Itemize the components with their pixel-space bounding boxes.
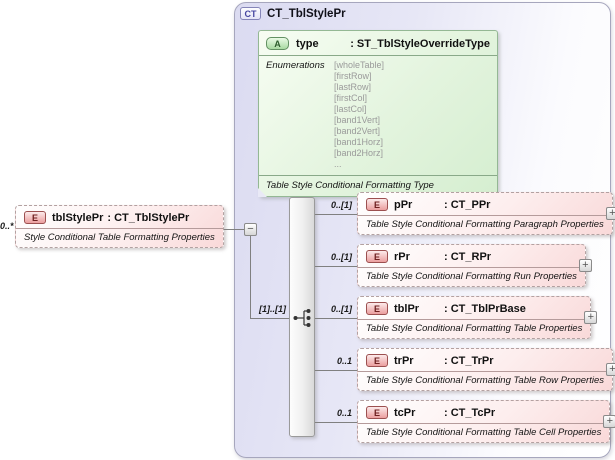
- complex-type-header: CT CT_TblStylePr: [240, 7, 346, 20]
- enum-value: [firstRow]: [334, 71, 372, 81]
- root-cardinality: 0..*: [0, 221, 14, 231]
- enumeration-values: [wholeTable] [firstRow] [lastRow] [first…: [334, 60, 384, 170]
- element-badge-icon: E: [24, 211, 46, 224]
- enumerations-section: Enumerations [wholeTable] [firstRow] [la…: [259, 56, 497, 175]
- connector-line: [315, 214, 357, 215]
- attribute-header: A type : ST_TblStyleOverrideType: [259, 31, 497, 56]
- expand-icon[interactable]: +: [605, 362, 615, 376]
- connector-line: [250, 318, 290, 319]
- connector-line: [315, 422, 357, 423]
- sequence-icon: [293, 309, 311, 327]
- sequence-cardinality: [1]..[1]: [259, 304, 286, 314]
- child-cardinality: 0..[1]: [330, 200, 352, 210]
- connector-line: [205, 229, 245, 230]
- element-badge-icon: E: [366, 302, 388, 315]
- folded-corner: [258, 188, 267, 197]
- complex-type-badge-icon: CT: [240, 7, 261, 20]
- element-header: E trPr : CT_TrPr: [358, 349, 612, 371]
- enum-value: [wholeTable]: [334, 60, 385, 70]
- enumerations-label: Enumerations: [266, 60, 325, 71]
- element-name: tcPr: [394, 406, 416, 419]
- element-type: : CT_RPr: [444, 250, 492, 263]
- element-header: E tblStylePr : CT_TblStylePr: [16, 206, 223, 228]
- element-annotation: Table Style Conditional Formatting Run P…: [358, 267, 585, 286]
- child-cardinality: 0..[1]: [330, 304, 352, 314]
- collapse-icon[interactable]: −: [244, 223, 257, 236]
- enum-value: [band2Horz]: [334, 148, 384, 158]
- element-annotation: Style Conditional Table Formatting Prope…: [16, 228, 223, 247]
- attribute-badge-icon: A: [266, 37, 289, 50]
- enum-value: [band1Horz]: [334, 137, 384, 147]
- expand-icon[interactable]: +: [603, 414, 615, 428]
- element-annotation: Table Style Conditional Formatting Table…: [358, 423, 610, 442]
- element-badge-icon: E: [366, 250, 388, 263]
- child-cardinality: 0..1: [336, 356, 352, 366]
- child-cardinality: 0..[1]: [330, 252, 352, 262]
- element-type: : CT_TblStylePr: [107, 211, 190, 224]
- sequence-compositor[interactable]: [289, 197, 315, 437]
- connector-line: [315, 318, 357, 319]
- expand-icon[interactable]: +: [578, 258, 592, 272]
- attribute-box-type[interactable]: A type : ST_TblStyleOverrideType Enumera…: [258, 30, 498, 197]
- complex-type-title: CT_TblStylePr: [267, 7, 346, 20]
- element-badge-icon: E: [366, 406, 388, 419]
- connector-line: [315, 266, 357, 267]
- enum-value: [lastRow]: [334, 82, 372, 92]
- element-badge-icon: E: [366, 354, 388, 367]
- connector-line: [315, 370, 357, 371]
- attribute-name: type: [296, 37, 319, 50]
- element-type: : CT_PPr: [444, 198, 491, 211]
- element-trPr[interactable]: E trPr : CT_TrPr Table Style Conditional…: [357, 348, 615, 391]
- element-tblPr[interactable]: E tblPr : CT_TblPrBase Table Style Condi…: [357, 296, 598, 339]
- element-type: : CT_TblPrBase: [444, 302, 526, 315]
- element-annotation: Table Style Conditional Formatting Table…: [358, 371, 612, 390]
- enum-value: [band1Vert]: [334, 115, 381, 125]
- element-header: E tblPr : CT_TblPrBase: [358, 297, 590, 319]
- attribute-type: : ST_TblStyleOverrideType: [350, 37, 490, 50]
- element-name: rPr: [394, 250, 410, 263]
- element-pPr[interactable]: E pPr : CT_PPr Table Style Conditional F…: [357, 192, 615, 235]
- expand-icon[interactable]: +: [605, 206, 615, 220]
- element-rPr[interactable]: E rPr : CT_RPr Table Style Conditional F…: [357, 244, 592, 287]
- element-annotation: Table Style Conditional Formatting Parag…: [358, 215, 612, 234]
- expand-icon[interactable]: +: [584, 310, 598, 324]
- element-type: : CT_TcPr: [444, 406, 496, 419]
- element-type: : CT_TrPr: [444, 354, 494, 367]
- element-header: E tcPr : CT_TcPr: [358, 401, 609, 423]
- attribute-annotation: Table Style Conditional Formatting Type: [259, 175, 497, 196]
- element-tcPr[interactable]: E tcPr : CT_TcPr Table Style Conditional…: [357, 400, 615, 443]
- enum-value: ...: [334, 159, 342, 169]
- element-annotation: Table Style Conditional Formatting Table…: [358, 319, 591, 338]
- element-name: tblStylePr: [52, 211, 104, 224]
- element-header: E rPr : CT_RPr: [358, 245, 585, 267]
- connector-line: [250, 236, 251, 318]
- element-header: E pPr : CT_PPr: [358, 193, 612, 215]
- enum-value: [lastCol]: [334, 104, 367, 114]
- element-badge-icon: E: [366, 198, 388, 211]
- element-name: tblPr: [394, 302, 420, 315]
- element-name: trPr: [394, 354, 414, 367]
- enum-value: [firstCol]: [334, 93, 368, 103]
- child-cardinality: 0..1: [336, 408, 352, 418]
- enum-value: [band2Vert]: [334, 126, 381, 136]
- element-name: pPr: [394, 198, 413, 211]
- element-tblStylePr[interactable]: E tblStylePr : CT_TblStylePr Style Condi…: [15, 205, 224, 248]
